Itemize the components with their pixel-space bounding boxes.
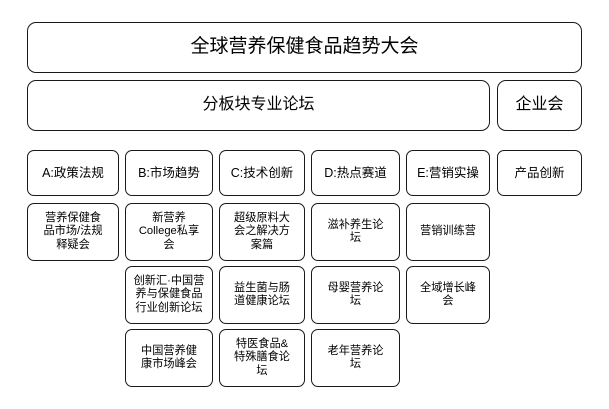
forum-item-e-1: 营销训练营	[406, 203, 490, 261]
forum-item-d-1: 滋补养生论 坛	[311, 203, 400, 261]
forum-item-c-1: 超级原料大 会之解决方 案篇	[219, 203, 305, 261]
section-box-forums: 分板块专业论坛	[27, 80, 490, 131]
forum-item-e-2: 全域增长峰 会	[406, 266, 490, 324]
column-header-c: C:技术创新	[219, 150, 305, 196]
column-header-f: 产品创新	[497, 150, 582, 196]
forum-item-c-3: 特医食品& 特殊膳食论 坛	[219, 329, 305, 387]
column-header-a: A:政策法规	[27, 150, 119, 196]
forum-item-c-2: 益生菌与肠 道健康论坛	[219, 266, 305, 324]
column-header-b: B:市场趋势	[125, 150, 213, 196]
forum-item-b-2: 创新汇·中国营 养与保健食品 行业创新论坛	[125, 266, 213, 324]
conference-title-box: 全球营养保健食品趋势大会	[27, 22, 582, 73]
forum-item-d-3: 老年营养论 坛	[311, 329, 400, 387]
column-header-e: E:营销实操	[406, 150, 490, 196]
forum-item-b-3: 中国营养健 康市场峰会	[125, 329, 213, 387]
forum-item-d-2: 母婴营养论 坛	[311, 266, 400, 324]
forum-item-a-1: 营养保健食 品市场/法规 释疑会	[27, 203, 119, 261]
column-header-d: D:热点赛道	[311, 150, 400, 196]
section-box-enterprise: 企业会	[497, 80, 582, 131]
forum-item-b-1: 新营养 College私享 会	[125, 203, 213, 261]
